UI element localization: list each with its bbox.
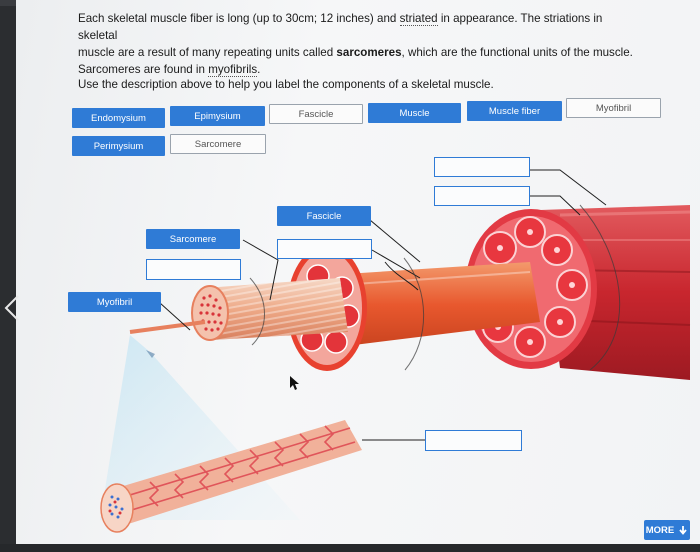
intro-text: Sarcomeres are found in <box>78 63 209 76</box>
intro-paragraph: Each skeletal muscle fiber is long (up t… <box>78 10 638 78</box>
placed-label-myofibril[interactable]: Myofibril <box>68 292 161 312</box>
intro-text: in appearance. The striations in skeleta… <box>78 12 603 42</box>
drop-target-5[interactable] <box>425 430 522 451</box>
drop-target-1[interactable] <box>434 157 530 177</box>
label-epimysium[interactable]: Epimysium <box>170 106 265 126</box>
intro-text: Each skeletal muscle fiber is long (up t… <box>78 12 400 25</box>
more-button[interactable]: MORE <box>644 520 690 540</box>
leader-sarcomere <box>242 239 279 301</box>
striated-link[interactable]: striated <box>399 12 438 26</box>
sarcomeres-term: sarcomeres <box>336 46 402 59</box>
intro-text: . <box>257 63 261 76</box>
label-sarcomere[interactable]: Sarcomere <box>170 134 266 154</box>
drop-target-3[interactable] <box>277 239 372 259</box>
myofibril-strand <box>129 320 206 334</box>
placed-label-sarcomere[interactable]: Sarcomere <box>146 229 240 249</box>
arrow-down-icon <box>679 526 687 535</box>
placed-label-fascicle[interactable]: Fascicle <box>277 206 371 226</box>
intro-text: , which are the functional units of the … <box>401 46 633 59</box>
mouse-cursor-icon <box>290 376 299 390</box>
label-muscle[interactable]: Muscle <box>368 103 461 123</box>
leader-upper-1 <box>530 169 607 206</box>
label-myofibril[interactable]: Myofibril <box>566 98 661 118</box>
bottom-bar <box>0 544 700 552</box>
drop-target-4[interactable] <box>146 259 241 280</box>
label-endomysium[interactable]: Endomysium <box>72 108 165 128</box>
leader-fascicle <box>369 219 421 263</box>
back-arrow-icon[interactable] <box>0 290 28 326</box>
fascicle-body <box>330 262 540 348</box>
leader-myofibril <box>159 302 191 331</box>
myofibrils-link[interactable]: myofibrils <box>208 63 258 77</box>
label-perimysium[interactable]: Perimysium <box>72 136 165 156</box>
instruction-text: Use the description above to help you la… <box>78 78 494 91</box>
muscle-fiber-end <box>191 285 229 341</box>
intro-text: muscle are a result of many repeating un… <box>78 46 337 59</box>
label-muscle-fiber[interactable]: Muscle fiber <box>467 101 562 121</box>
label-fascicle[interactable]: Fascicle <box>269 104 363 124</box>
magnified-myofibril <box>110 420 362 525</box>
drop-target-2[interactable] <box>434 186 530 206</box>
more-label: MORE <box>645 524 675 536</box>
